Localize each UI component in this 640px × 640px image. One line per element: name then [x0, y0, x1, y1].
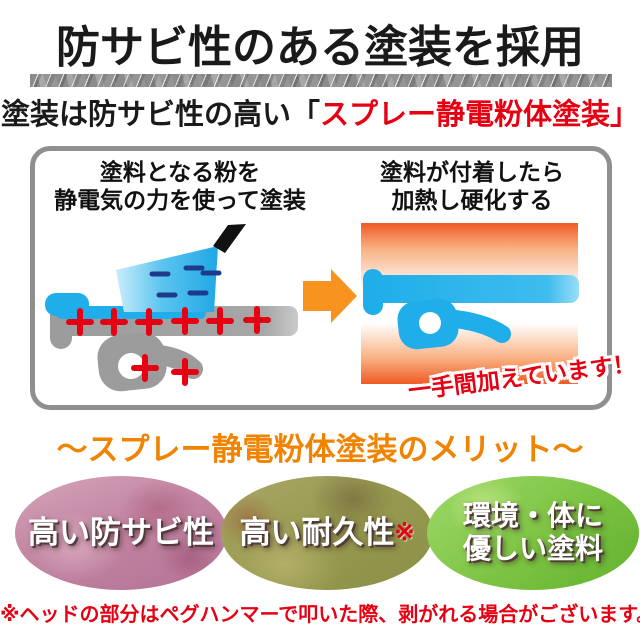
merit-rust-resistance-label: 高い防サビ性: [28, 515, 214, 550]
heat-step-caption-line2: 加熱し硬化する: [391, 187, 553, 213]
subtitle-prefix: 塗装は防サビ性の高い「: [0, 99, 320, 131]
merit-rust-resistance: 高い防サビ性: [15, 476, 227, 590]
heat-step-caption: 塗料が付着したら 加熱し硬化する: [350, 158, 594, 214]
merit-eco-friendly-line1: 環境・体に: [462, 501, 603, 532]
merit-eco-friendly-line2: 優しい塗料: [462, 534, 603, 565]
subtitle: 塗装は防サビ性の高い「スプレー静電粉体塗装」: [0, 97, 640, 133]
merit-eco-friendly: 環境・体に 優しい塗料: [427, 476, 639, 590]
spray-step-caption: 塗料となる粉を 静電気の力を使って塗装: [40, 158, 320, 214]
heat-step-caption-line1: 塗料が付着したら: [380, 159, 564, 185]
spray-step-caption-line1: 塗料となる粉を: [99, 159, 261, 185]
merit-durability-label: 高い耐久性※: [239, 515, 415, 550]
asterisk-mark: ※: [394, 520, 415, 546]
spray-step-caption-line2: 静電気の力を使って塗装: [54, 187, 306, 213]
camo-texture-bar: [30, 74, 612, 87]
merit-durability: 高い耐久性※: [221, 476, 433, 590]
heat-panel: [361, 223, 578, 384]
page-title: 防サビ性のある塗装を採用: [56, 23, 584, 72]
footnote: ※ヘッドの部分はペグハンマーで叩いた際、剥がれる場合がございます。: [0, 604, 640, 626]
merits-heading: ～スプレー静電粉体塗装のメリット～: [56, 432, 584, 467]
subtitle-highlight: スプレー静電粉体塗装」: [320, 99, 640, 131]
